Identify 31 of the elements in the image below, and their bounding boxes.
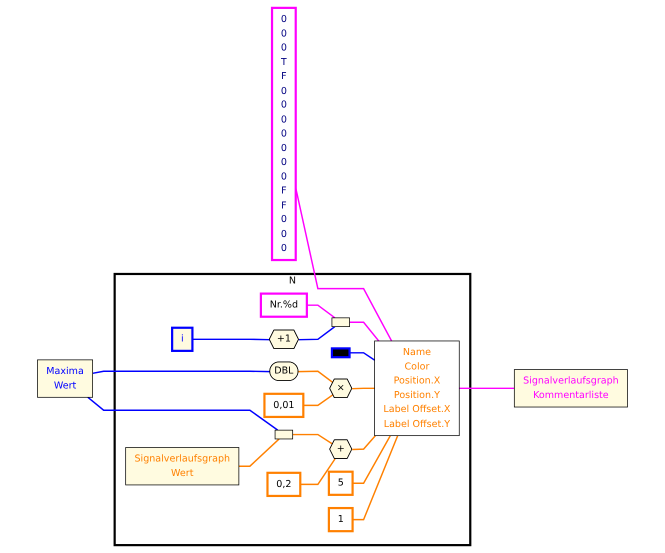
node-box: 1 xyxy=(328,506,354,532)
connector xyxy=(303,394,334,406)
connector xyxy=(292,434,334,445)
connector xyxy=(352,388,375,390)
node-box: Signalverlaufsgraph Wert xyxy=(125,447,240,486)
node-box: Nr.%d xyxy=(260,292,308,318)
connector xyxy=(238,438,280,467)
node-box xyxy=(330,347,351,358)
node-box: 5 xyxy=(328,470,354,496)
connector xyxy=(87,396,278,431)
node-box: Maxima Wert xyxy=(37,360,93,398)
node-box xyxy=(332,317,350,328)
node-box: 0 0 0 T F 0 0 0 0 0 0 0 F F 0 0 0 xyxy=(270,6,297,262)
node-box xyxy=(274,430,294,440)
connector xyxy=(352,435,398,520)
connector xyxy=(300,458,336,486)
connector xyxy=(350,322,380,342)
node-box: Signalverlaufsgraph Kommentarliste xyxy=(514,369,628,408)
connector xyxy=(298,370,334,384)
connector xyxy=(350,352,376,361)
connector xyxy=(352,435,376,450)
node-box: Name Color Position.X Position.Y Label Offset.X Label Offset.Y xyxy=(374,340,460,436)
connector xyxy=(192,338,270,340)
node-box: 0,2 xyxy=(266,472,302,498)
connector xyxy=(298,326,336,340)
node-box: i xyxy=(171,326,194,352)
connector xyxy=(306,304,336,318)
connector xyxy=(459,388,514,390)
connector xyxy=(352,435,391,484)
connector xyxy=(92,370,270,374)
node-box: 0,01 xyxy=(263,392,304,418)
